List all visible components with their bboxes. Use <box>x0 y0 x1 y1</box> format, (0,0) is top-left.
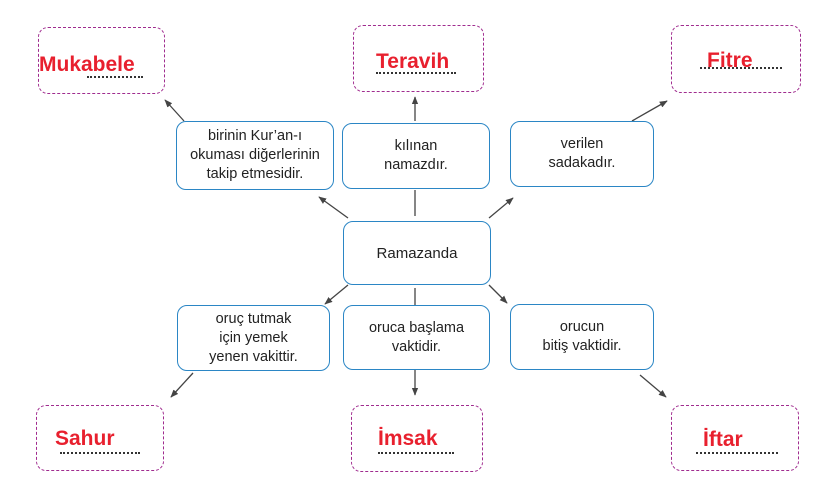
answer-box-mukabele: Mukabele <box>38 27 165 94</box>
center-ramazanda: Ramazanda <box>343 221 491 285</box>
answer-dotted-line <box>378 452 454 454</box>
description-imsak: oruca başlama vaktidir. <box>343 305 490 370</box>
answer-box-teravih: Teravih <box>353 25 484 92</box>
arrow-center-to-bottom-right <box>488 284 508 304</box>
answer-box-fitre: Fitre <box>671 25 801 93</box>
description-fitre: verilen sadakadır. <box>510 121 654 187</box>
answer-box-imsak: İmsak <box>351 405 483 472</box>
answer-mukabele: Mukabele <box>39 53 135 76</box>
description-iftar: orucun bitiş vaktidir. <box>510 304 654 370</box>
answer-teravih: Teravih <box>376 50 450 73</box>
answer-imsak: İmsak <box>378 427 438 450</box>
arrow-to-mukabele <box>164 99 185 122</box>
answer-dotted-line <box>87 76 143 78</box>
answer-dotted-line <box>696 452 778 454</box>
description-mukabele: birinin Kur’an-ı okuması diğerlerinin ta… <box>176 121 334 190</box>
answer-iftar: İftar <box>703 428 743 451</box>
arrow-to-iftar <box>639 374 667 398</box>
arrow-center-to-bottom-left <box>324 284 349 305</box>
answer-dotted-line <box>60 452 140 454</box>
answer-box-sahur: Sahur <box>36 405 164 471</box>
answer-dotted-line <box>376 72 456 74</box>
arrow-center-to-top-left <box>318 196 349 219</box>
arrow-center-to-top-right <box>488 197 514 219</box>
answer-sahur: Sahur <box>55 427 115 450</box>
description-sahur: oruç tutmak için yemek yenen vakittir. <box>177 305 330 371</box>
answer-box-iftar: İftar <box>671 405 799 471</box>
answer-dotted-line <box>700 67 782 69</box>
arrow-to-fitre <box>631 100 668 122</box>
answer-fitre: Fitre <box>707 49 753 72</box>
arrow-to-sahur <box>170 372 194 398</box>
description-teravih: kılınan namazdır. <box>342 123 490 189</box>
